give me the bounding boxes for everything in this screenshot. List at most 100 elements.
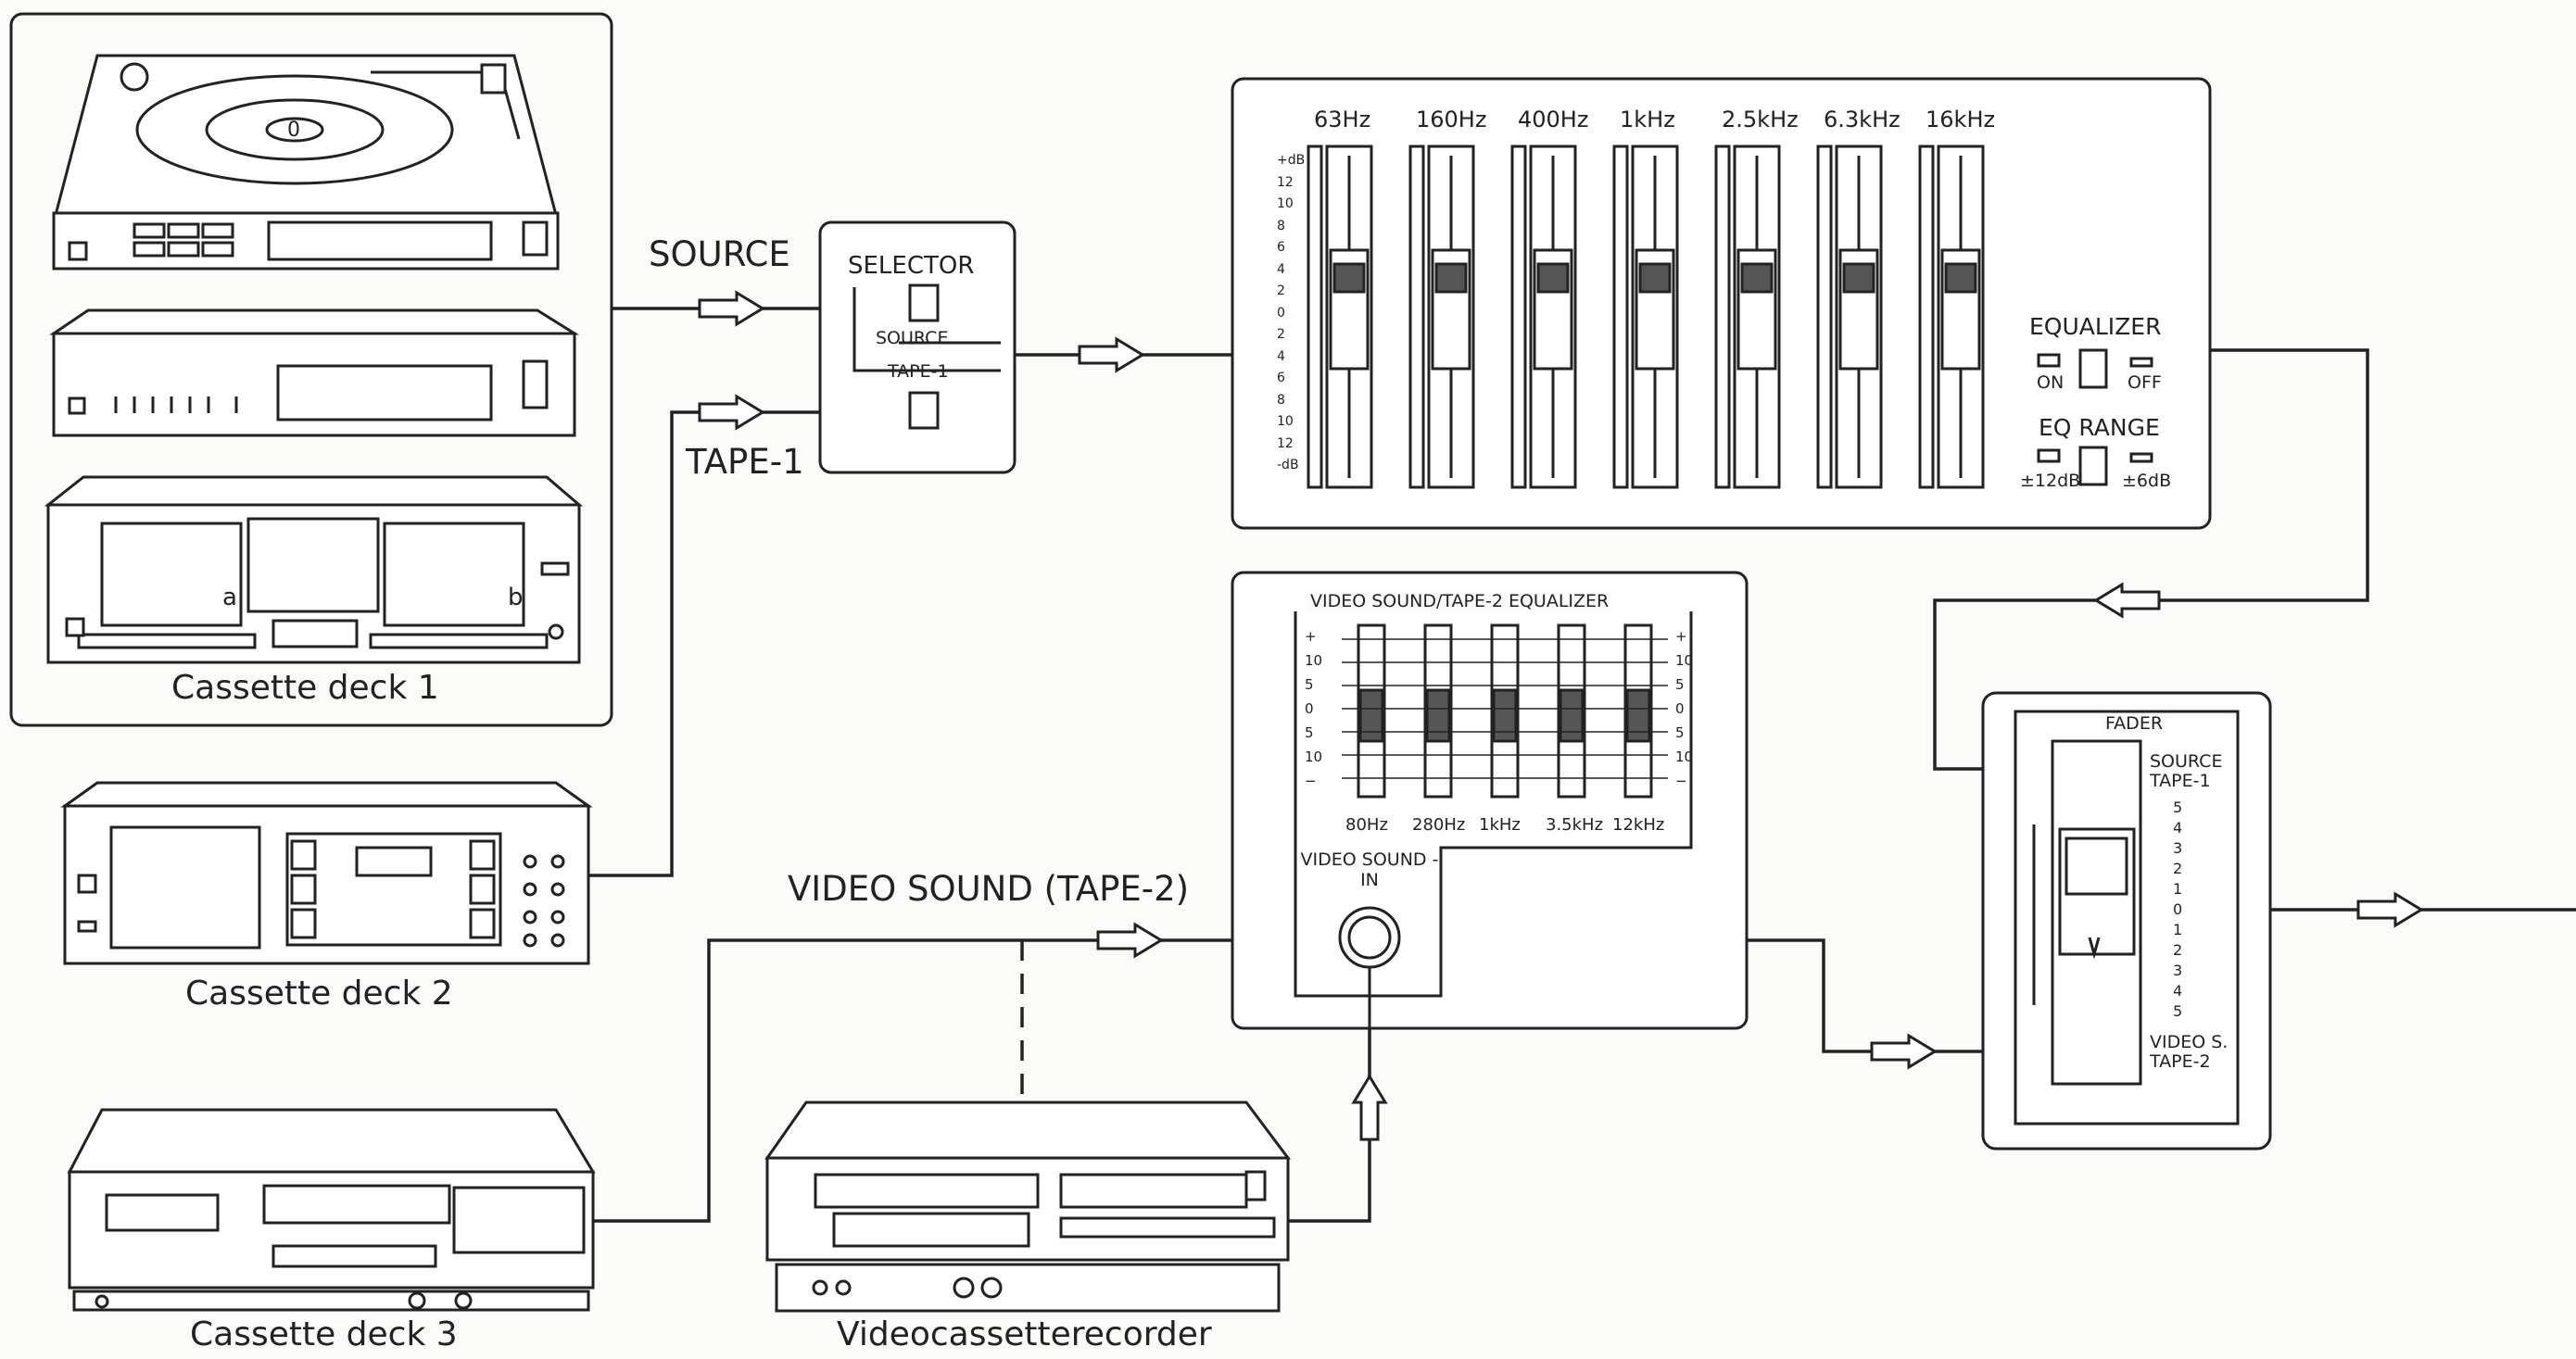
veq-scale-right-0: + (1675, 628, 1687, 645)
fader-bottom-label: VIDEO S. TAPE-2 (2150, 1032, 2229, 1072)
wires (588, 307, 2576, 1223)
veq-slider-knob (1358, 688, 1384, 743)
veq-scale-right-6: − (1675, 773, 1687, 789)
veq-scale-left-2: 5 (1305, 676, 1314, 693)
eq-range-12-label: ±12dB (2020, 471, 2081, 491)
vcr (764, 1101, 1291, 1313)
eq-scale-strip (1408, 145, 1425, 489)
eq-scale-strip (1918, 145, 1935, 489)
veq-scale-right-5: 10 (1675, 749, 1694, 765)
eq-scale-strip (1510, 145, 1527, 489)
eq-scale-label-0: +dB (1277, 153, 1306, 168)
eq-range-label: EQ RANGE (2039, 414, 2160, 441)
eq-scale-label-1: 12 (1277, 174, 1294, 190)
eq-knob-grip (1434, 262, 1468, 294)
fader-scale-label-8: 3 (2173, 962, 2183, 979)
cassette-deck-3 (67, 1108, 596, 1312)
eq-scale-label-13: 12 (1277, 435, 1294, 451)
deck3-caption: Cassette deck 3 (190, 1315, 458, 1353)
selector-title: SELECTOR (848, 252, 975, 280)
eq-scale-label-5: 4 (1277, 261, 1285, 277)
eq-scale-label-3: 8 (1277, 218, 1285, 233)
fader-scale-label-7: 2 (2173, 941, 2183, 959)
eq-scale-label-4: 6 (1277, 240, 1285, 255)
eq-band-label-6: 16kHz (1926, 107, 1996, 132)
eq-band-label-2: 400Hz (1518, 107, 1589, 132)
veq-slider-knob (1425, 688, 1451, 743)
veq-scale-right-2: 5 (1675, 676, 1685, 693)
veq-scale-left-4: 5 (1305, 724, 1314, 741)
veq-slider-knob (1625, 688, 1651, 743)
veq-scale-left-5: 10 (1305, 749, 1323, 765)
deck1-caption: Cassette deck 1 (171, 669, 439, 707)
eq-knob-grip (1332, 262, 1366, 294)
veq-band-label-0: 80Hz (1345, 815, 1388, 835)
fader-scale-label-5: 0 (2173, 900, 2183, 918)
tuner (49, 308, 580, 437)
veq-band-label-4: 12kHz (1612, 815, 1665, 835)
turntable (52, 54, 560, 271)
fader-scale-label-2: 3 (2173, 839, 2183, 857)
deck2-caption: Cassette deck 2 (185, 975, 453, 1013)
deck1-b-label: b (508, 584, 524, 611)
veq-scale-right-1: 10 (1675, 652, 1694, 669)
equalizer-off-label: OFF (2128, 372, 2162, 393)
equalizer-on-label: ON (2037, 372, 2065, 393)
deck1-a-label: a (222, 584, 237, 611)
veq-band-label-1: 280Hz (1412, 815, 1466, 835)
wire-vcr-out (1288, 1028, 1371, 1223)
vcr-caption: Videocassetterecorder (837, 1315, 1212, 1353)
veq-slider-knob (1559, 688, 1585, 743)
eq-knob-grip (1944, 262, 1977, 294)
selector-tape1-label: TAPE-1 (888, 361, 949, 382)
veq-band-label-3: 3.5kHz (1546, 815, 1604, 835)
video-eq-sliders (1342, 623, 1668, 799)
veq-scale-right-4: 5 (1675, 724, 1685, 741)
turntable-center-label: 0 (287, 119, 300, 142)
eq-scale-label-6: 2 (1277, 283, 1285, 298)
eq-knob-grip (1638, 262, 1672, 294)
wire-video-eq-to-fader (1747, 938, 1983, 1053)
graphic-eq-sliders (1307, 145, 1985, 489)
fader-panel (1981, 691, 2272, 1151)
eq-scale-label-10: 6 (1277, 371, 1285, 385)
fader-scale-label-3: 2 (2173, 860, 2183, 877)
eq-knob-grip (1740, 262, 1774, 294)
eq-scale-label-9: 4 (1277, 348, 1285, 364)
veq-scale-left-1: 10 (1305, 652, 1323, 669)
fader-scale-label-9: 4 (2173, 982, 2183, 1000)
eq-band-label-1: 160Hz (1416, 107, 1487, 132)
eq-scale-label-14: -dB (1277, 458, 1299, 472)
wire-deck3 (593, 938, 1232, 1223)
video-eq-panel (1231, 571, 1749, 1030)
veq-scale-left-3: 0 (1305, 700, 1314, 717)
eq-band-label-4: 2.5kHz (1722, 107, 1799, 132)
veq-scale-left-6: − (1305, 773, 1317, 789)
fader-scale-label-10: 5 (2173, 1002, 2183, 1020)
eq-scale-label-11: 8 (1277, 392, 1285, 408)
video-sound-in-label: VIDEO SOUND -IN (1300, 849, 1439, 890)
tape1-label: TAPE-1 (686, 442, 804, 482)
equalizer-label: EQUALIZER (2029, 313, 2162, 340)
eq-scale-strip (1307, 145, 1323, 489)
video-eq-title: VIDEO SOUND/TAPE-2 EQUALIZER (1307, 591, 1613, 611)
wire-tape1 (588, 410, 820, 877)
eq-scale-label-7: 0 (1277, 305, 1285, 321)
eq-scale-label-12: 10 (1277, 414, 1294, 429)
selector-source-label: SOURCE (876, 328, 949, 348)
fader-title: FADER (2102, 713, 2167, 734)
fader-scale-label-1: 4 (2173, 819, 2183, 837)
fader-scale-label-4: 1 (2173, 880, 2183, 898)
veq-scale-right-3: 0 (1675, 700, 1685, 717)
eq-knob-grip (1842, 262, 1875, 294)
cassette-deck-1 (44, 475, 584, 664)
fader-top-label: SOURCE TAPE-1 (2150, 751, 2223, 791)
veq-scale-left-0: + (1305, 628, 1317, 645)
video-sound-label: VIDEO SOUND (TAPE-2) (788, 869, 1190, 909)
graphic-eq-panel (1231, 77, 2212, 530)
fader-scale-label-6: 1 (2173, 921, 2183, 938)
eq-band-label-3: 1kHz (1620, 107, 1675, 132)
eq-scale-strip (1816, 145, 1833, 489)
